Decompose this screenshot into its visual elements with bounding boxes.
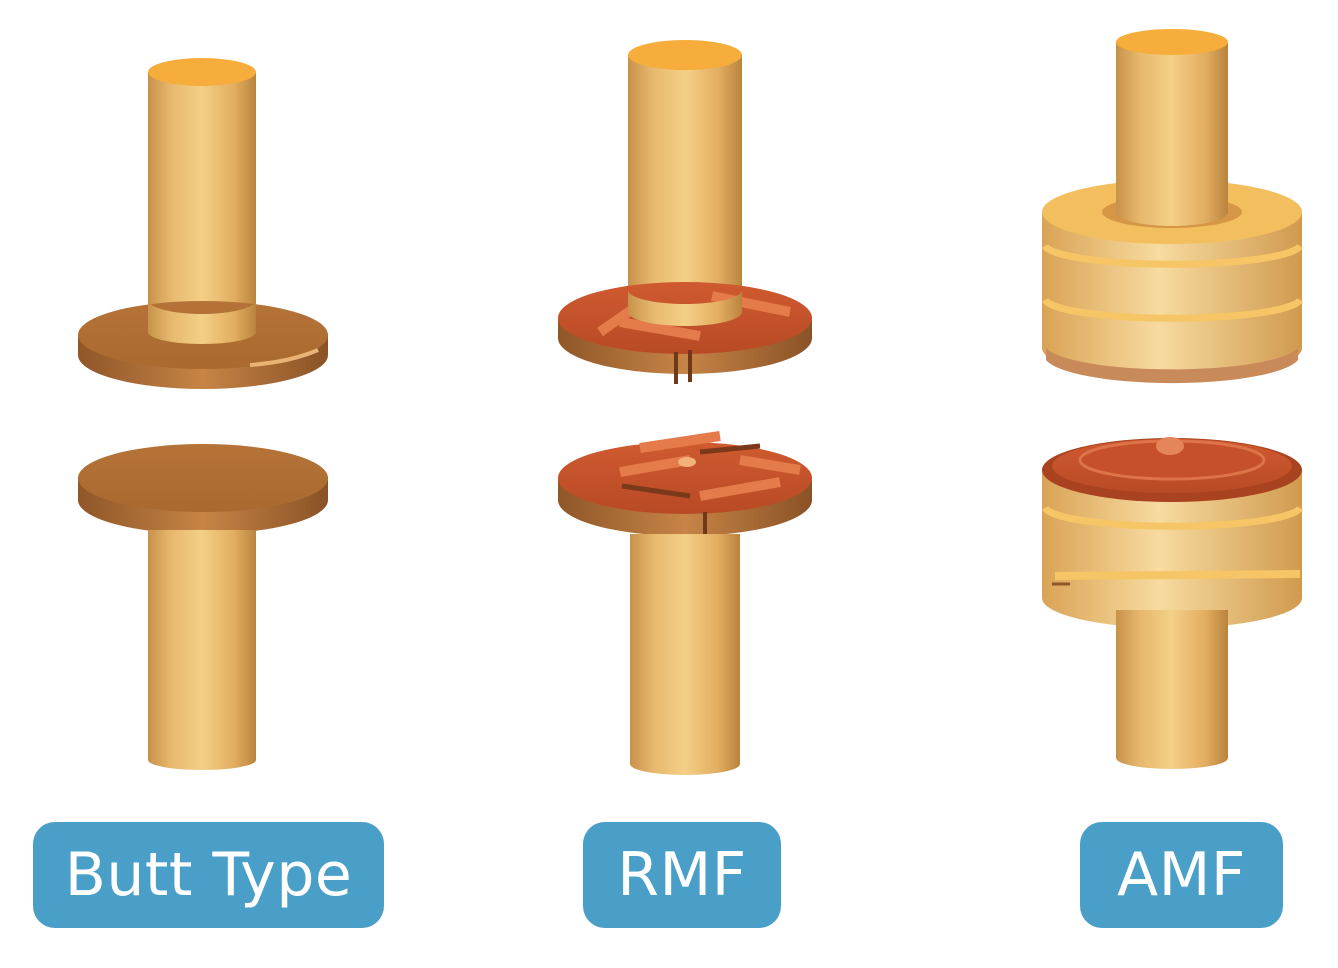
butt-upper-disc xyxy=(78,300,328,389)
butt-lower-disc xyxy=(78,444,328,534)
rmf-lower-slotted-disc xyxy=(558,431,812,540)
butt-lower-stem xyxy=(148,530,256,770)
butt-type-contact-pair xyxy=(78,58,328,770)
amf-label: AMF xyxy=(1080,822,1283,928)
amf-contact-pair xyxy=(1041,29,1304,769)
rmf-label: RMF xyxy=(583,822,781,928)
amf-lower-stem xyxy=(1116,610,1228,769)
rmf-upper-stem xyxy=(628,40,742,315)
butt-upper-stem xyxy=(148,58,256,340)
rmf-lower-stem xyxy=(630,534,740,775)
amf-upper-stem xyxy=(1116,29,1228,226)
rmf-upper-slotted-disc xyxy=(558,282,812,384)
amf-lower-cup xyxy=(1041,437,1304,628)
rmf-contact-pair xyxy=(558,40,812,775)
butt-type-label: Butt Type xyxy=(33,822,384,928)
